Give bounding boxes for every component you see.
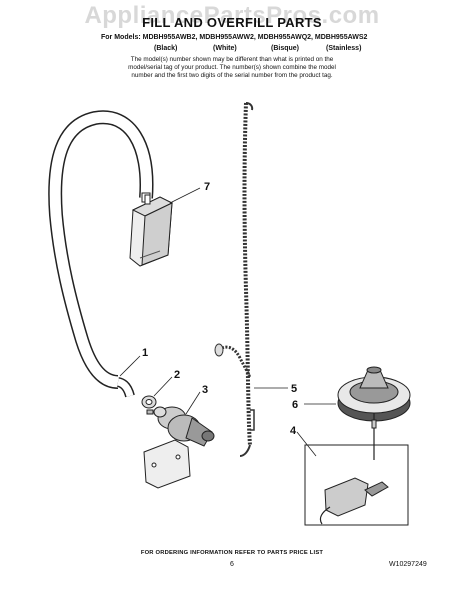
- fill-tube: [214, 102, 255, 457]
- leader-lines: [119, 187, 336, 457]
- float-switch-box: [304, 440, 409, 526]
- water-valve: [143, 406, 215, 489]
- color-black: (Black): [154, 45, 178, 52]
- note-line-2: model/serial tag of your product. The nu…: [128, 64, 336, 71]
- color-stainless: (Stainless): [326, 45, 362, 52]
- models-line: For Models: MDBH955AWB2, MDBH955AWW2, MD…: [101, 34, 368, 41]
- overfill-switch: [129, 194, 174, 267]
- callout-6: 6: [292, 399, 298, 411]
- callout-1: 1: [142, 347, 148, 359]
- callout-5: 5: [291, 383, 297, 395]
- callout-7: 7: [204, 181, 210, 193]
- color-white: (White): [213, 45, 237, 52]
- callout-2: 2: [174, 369, 180, 381]
- inlet-cap: [337, 366, 411, 440]
- document-number: W10297249: [389, 561, 427, 568]
- color-bisque: (Bisque): [271, 45, 299, 52]
- watermark: AppliancePartsPros.com: [84, 2, 380, 29]
- page-number: 6: [230, 561, 234, 568]
- callout-3: 3: [202, 384, 208, 396]
- nut-part: [141, 395, 157, 415]
- ordering-footer: FOR ORDERING INFORMATION REFER TO PARTS …: [140, 550, 324, 556]
- inlet-hose: [48, 110, 154, 398]
- note-line-1: The model(s) number shown may be differe…: [130, 56, 334, 63]
- note-line-3: number and the first two digits of the s…: [131, 72, 333, 79]
- page-title: FILL AND OVERFILL PARTS: [142, 15, 322, 30]
- callout-4: 4: [290, 425, 297, 437]
